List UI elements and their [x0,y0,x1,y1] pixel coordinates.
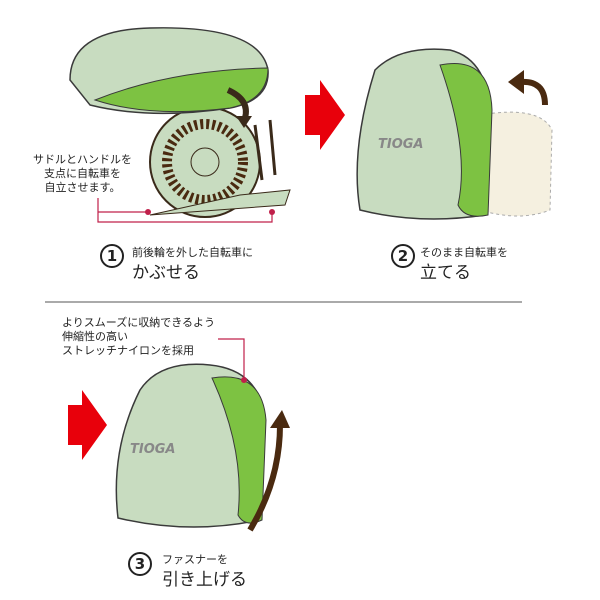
logo: TIOGA [130,442,176,457]
arrow-head-icon [508,70,524,94]
step3-number: 3 [128,552,152,576]
rotate-arrow-icon [226,87,249,119]
step2-line2: 立てる [420,263,471,283]
callout-line [97,198,273,223]
next-arrow-2 [68,390,107,460]
cover-step1 [69,27,269,115]
callout-line-3 [218,338,245,380]
arrow-head-icon [270,410,290,428]
arrow-head-icon [236,116,252,128]
cover-step2: TIOGA [356,48,553,220]
logo: TIOGA [378,137,424,152]
step1-line2: かぶせる [132,263,200,283]
up-arrow-icon [247,424,283,532]
step3-line2: 引き上げる [162,570,247,590]
folded-bike-illustration [149,106,291,218]
cover-step3: TIOGA [115,363,267,528]
step3-line1: ファスナーを [162,553,228,566]
next-arrow-1 [305,80,345,150]
step2-number: 2 [391,244,415,268]
step1-line1: 前後輪を外した自転車に [132,246,253,259]
step1-note: サドルとハンドルを 支点に自転車を 自立させます。 [33,153,132,194]
step3-note: よりスムーズに収納できるよう 伸縮性の高い ストレッチナイロンを採用 [62,316,216,357]
step2-line1: そのまま自転車を [420,246,508,259]
step1-number: 1 [100,244,124,268]
